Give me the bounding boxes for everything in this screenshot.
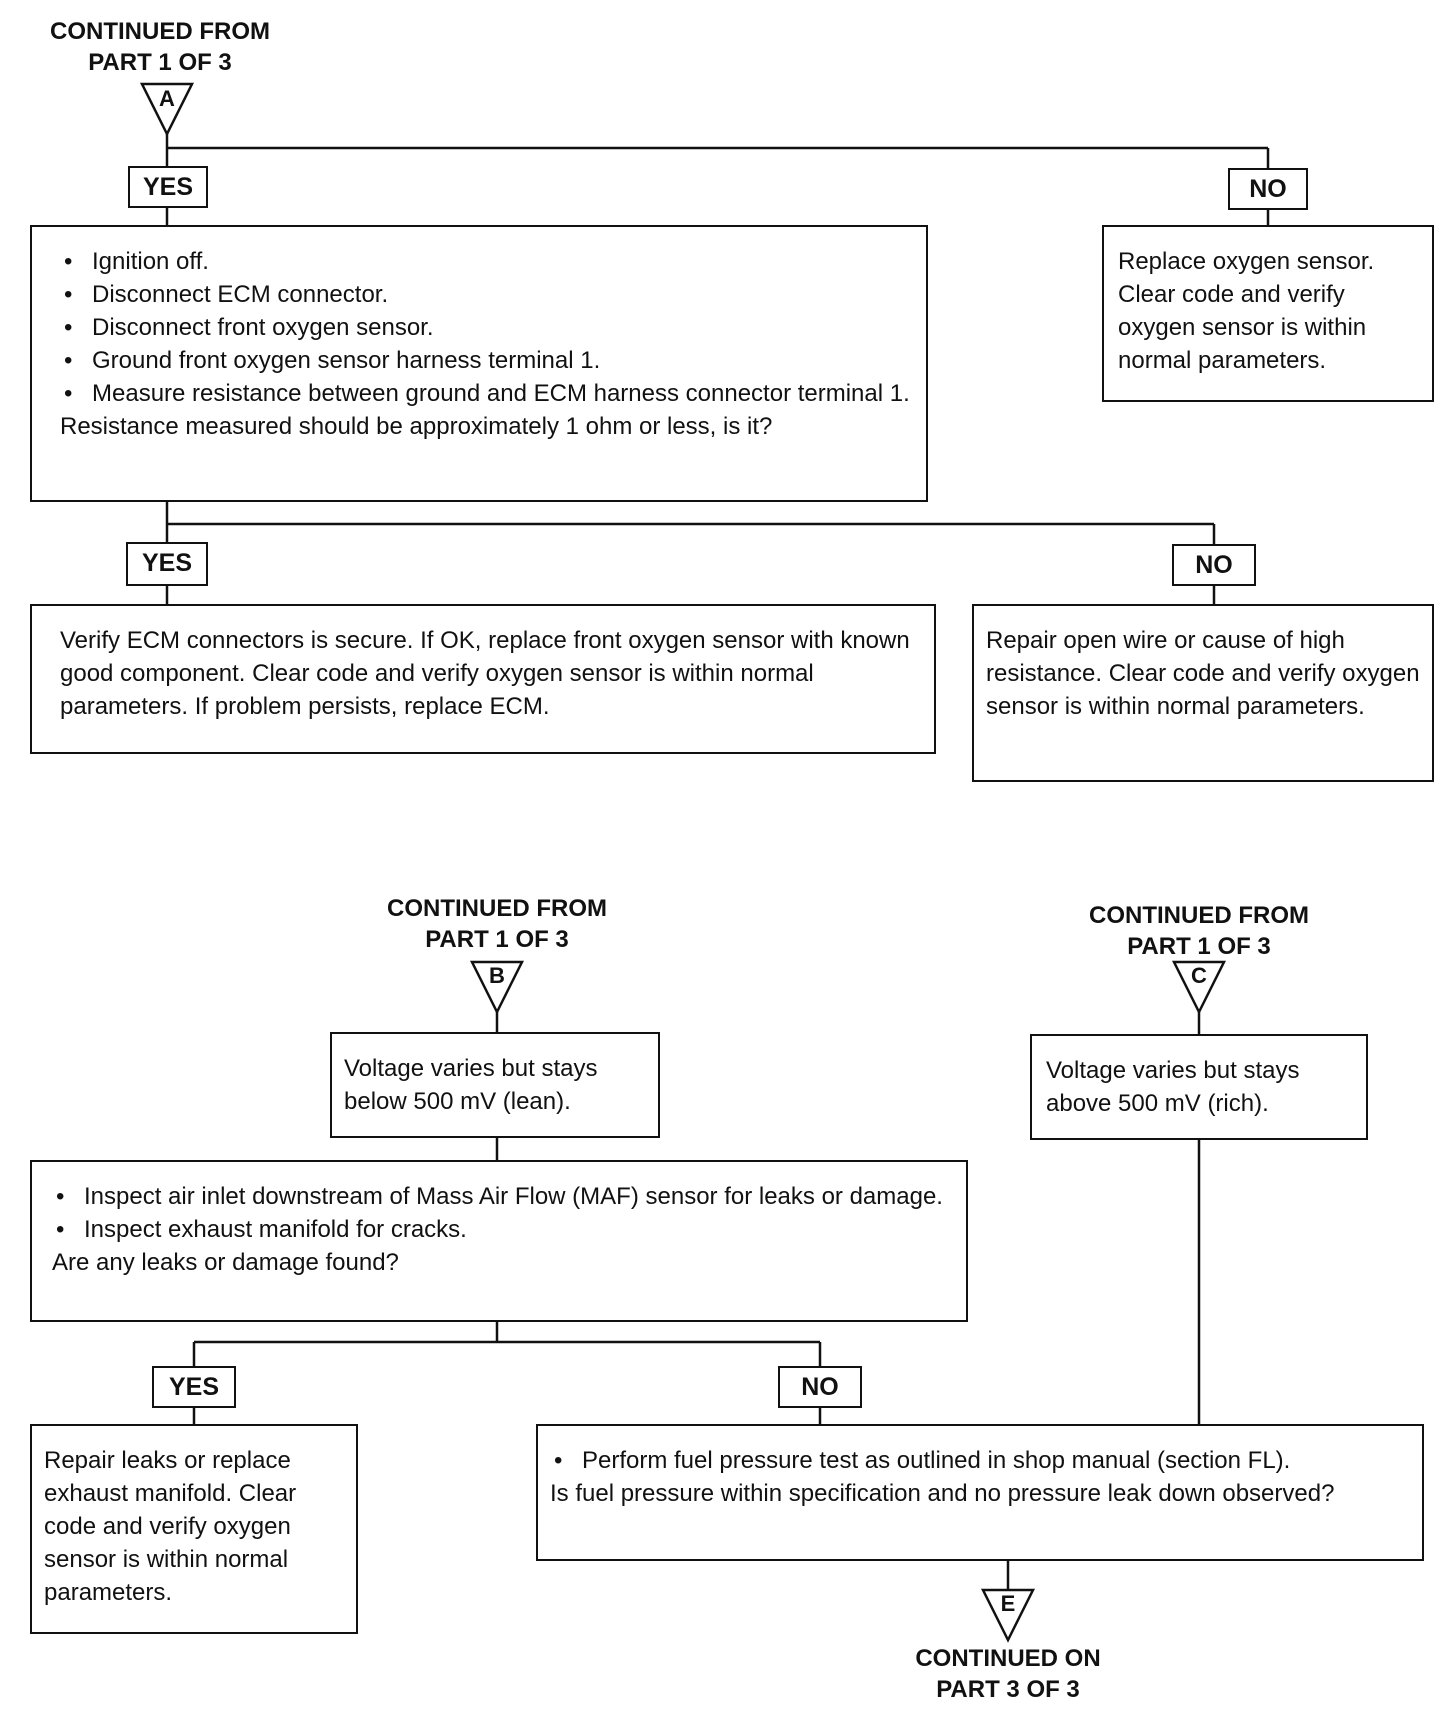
yes-label-3: YES [152,1366,236,1408]
step1-bullet: Disconnect front oxygen sensor. [60,311,914,344]
connector-b-line2: PART 1 OF 3 [425,926,569,953]
connector-a-line1: CONTINUED FROM [50,18,270,45]
connector-c-letter: C [1191,963,1207,988]
connector-c-triangle [1171,960,1227,1015]
yes-label-1: YES [128,166,208,208]
connector-b-line1: CONTINUED FROM [387,895,607,922]
rich-box: Voltage varies but stays above 500 mV (r… [1030,1034,1368,1140]
fuel-test-box: Perform fuel pressure test as outlined i… [536,1424,1424,1561]
connector-e-heading: CONTINUED ON PART 3 OF 3 [858,1643,1158,1705]
fuel-test-question: Is fuel pressure within specification an… [550,1480,1335,1507]
step1-bullet: Ignition off. [60,245,914,278]
verify-ecm-box: Verify ECM connectors is secure. If OK, … [30,604,936,754]
inspect-bullets: Inspect air inlet downstream of Mass Air… [52,1180,954,1246]
connector-a-letter: A [159,86,175,111]
connector-a-line2: PART 1 OF 3 [88,49,232,76]
connector-c-line2: PART 1 OF 3 [1127,933,1271,960]
connector-b-triangle [469,960,525,1015]
step1-bullet: Measure resistance between ground and EC… [60,377,914,410]
replace-sensor-box: Replace oxygen sensor. Clear code and ve… [1102,225,1434,402]
step1-box: Ignition off. Disconnect ECM connector. … [30,225,928,502]
connector-a-heading: CONTINUED FROM PART 1 OF 3 [10,16,310,78]
connector-c-line1: CONTINUED FROM [1089,902,1309,929]
no-label-2: NO [1172,544,1256,586]
inspect-question: Are any leaks or damage found? [52,1249,399,1276]
connector-e-line2: PART 3 OF 3 [936,1676,1080,1703]
inspect-box: Inspect air inlet downstream of Mass Air… [30,1160,968,1322]
fuel-test-bullet: Perform fuel pressure test as outlined i… [550,1444,1410,1477]
repair-wire-box: Repair open wire or cause of high resist… [972,604,1434,782]
connector-e-triangle [980,1588,1036,1643]
step1-bullet: Ground front oxygen sensor harness termi… [60,344,914,377]
no-label-3: NO [778,1366,862,1408]
connector-b-heading: CONTINUED FROM PART 1 OF 3 [337,893,657,955]
lean-box: Voltage varies but stays below 500 mV (l… [330,1032,660,1138]
repair-leaks-box: Repair leaks or replace exhaust manifold… [30,1424,358,1634]
no-label-1: NO [1228,168,1308,210]
connector-b-letter: B [489,963,505,988]
step1-question: Resistance measured should be approximat… [60,413,773,440]
step1-bullet: Disconnect ECM connector. [60,278,914,311]
fuel-test-bullets: Perform fuel pressure test as outlined i… [550,1444,1410,1477]
connector-e-line1: CONTINUED ON [915,1645,1101,1672]
connector-e-letter: E [1000,1591,1016,1616]
connector-c-heading: CONTINUED FROM PART 1 OF 3 [1039,900,1359,962]
inspect-bullet: Inspect exhaust manifold for cracks. [52,1213,954,1246]
step1-bullets: Ignition off. Disconnect ECM connector. … [60,245,914,410]
yes-label-2: YES [126,542,208,586]
connector-a-triangle [139,82,195,137]
inspect-bullet: Inspect air inlet downstream of Mass Air… [52,1180,954,1213]
